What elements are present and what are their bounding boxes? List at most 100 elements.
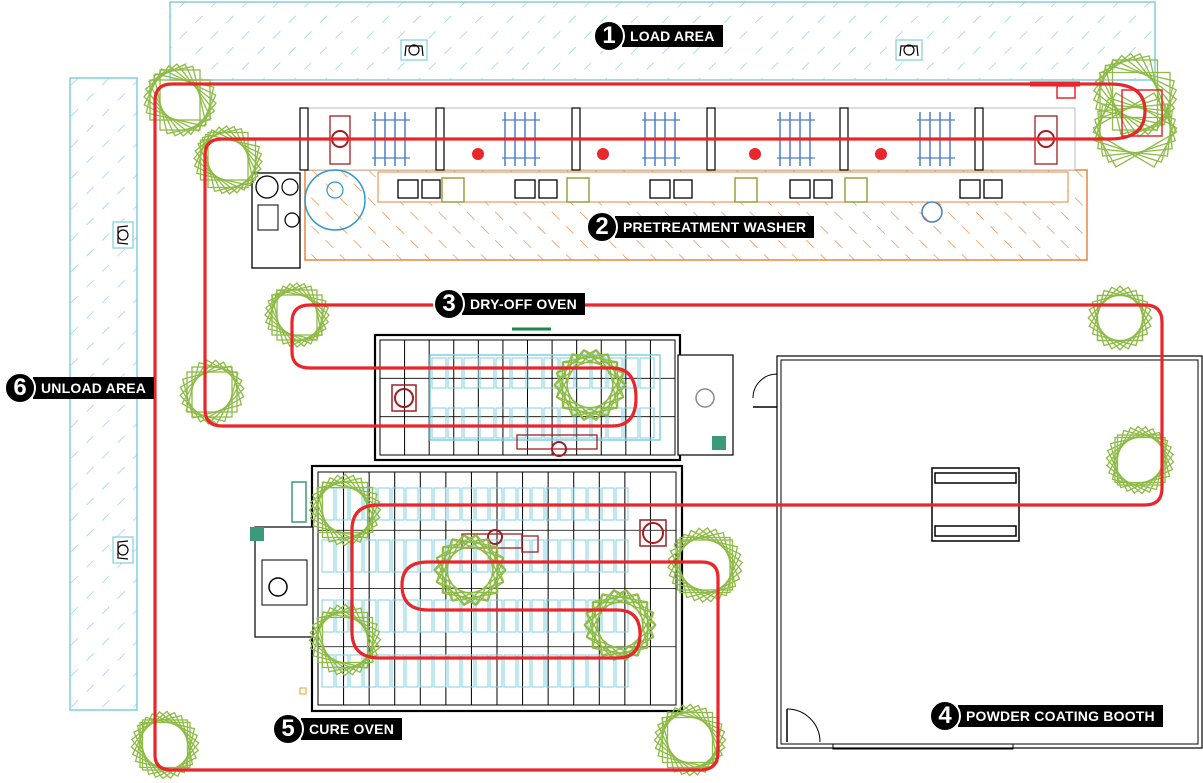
washer-pump [983,179,1003,199]
oven-rack [495,357,511,389]
carrier [186,371,238,413]
oven-rack [405,599,419,633]
powder-coating-booth [752,355,1203,750]
oven-rack [543,407,559,439]
oven-rack [377,654,391,688]
label-text: UNLOAD AREA [33,377,155,399]
washer-pump [789,179,811,199]
carrier [591,601,649,649]
oven-rack [431,357,447,389]
carrier [1087,285,1153,351]
oven-rack [479,357,495,389]
label-dry-off-oven: 3 DRY-OFF OVEN [433,288,585,320]
oven-rack [391,654,405,688]
washer-filter [734,177,758,203]
carrier [583,589,657,661]
carrier [562,353,618,417]
carrier [442,538,498,602]
carrier [679,536,731,594]
oven-rack [531,654,545,688]
conveyor-turnaround [1030,81,1163,137]
oven-rack [377,539,391,573]
oven-rack [587,539,601,573]
oven-rack [517,654,531,688]
operator-icon [112,221,134,249]
label-number: 6 [4,372,36,404]
oven-rack [517,599,531,633]
oven-rack [559,654,573,688]
label-text: DRY-OFF OVEN [462,293,585,315]
oven-rack [495,407,511,439]
label-powder-coating-booth: 4 POWDER COATING BOOTH [929,700,1163,732]
carrier [1088,286,1152,350]
oven-rack [587,654,601,688]
carrier [585,589,655,661]
oven-rack [377,599,391,633]
label-unload-area: 6 UNLOAD AREA [4,372,155,404]
carrier [207,131,249,189]
pretreatment-washer [251,107,1088,269]
washer-filter [566,177,590,203]
oven-rack [405,654,419,688]
oven-rack [433,599,447,633]
oven-rack [391,599,405,633]
oven-rack [321,539,335,573]
carrier [555,349,625,421]
carrier [442,538,498,602]
carrier [585,593,655,657]
carrier [555,349,625,421]
carrier [1088,286,1152,350]
carrier [555,353,625,417]
carrier [583,589,657,661]
carrier [159,69,201,131]
washer-filter [441,177,465,203]
oven-rack [431,407,447,439]
oven-rack [405,539,419,573]
oven-rack [527,357,543,389]
oven-rack [503,654,517,688]
carrier [562,353,618,417]
oven-rack [479,407,495,439]
oven-rack [475,654,489,688]
operator-icon [112,536,134,564]
carrier [592,593,648,657]
carrier [1091,289,1149,347]
washer-pump [959,179,981,199]
label-number: 2 [586,211,618,243]
carrier [181,365,243,419]
oven-rack [503,539,517,573]
oven-rack [517,539,531,573]
oven-rack [545,599,559,633]
oven-rack [463,407,479,439]
carrier [321,611,369,669]
carrier [666,711,714,769]
oven-rack [531,599,545,633]
carrier [179,361,245,423]
label-text: LOAD AREA [622,25,723,47]
oven-rack [391,539,405,573]
washer-pump [538,179,558,199]
oven-rack [615,539,629,573]
oven-rack [489,599,503,633]
label-load-area: 1 LOAD AREA [593,20,723,52]
oven-rack [545,539,559,573]
label-text: CURE OVEN [301,718,403,740]
carrier [181,359,243,425]
oven-rack [419,654,433,688]
oven-rack [419,539,433,573]
oven-rack [335,539,349,573]
oven-rack [639,407,655,439]
oven-rack [447,407,463,439]
washer-pump [813,179,833,199]
oven-rack [527,407,543,439]
oven-rack [419,599,433,633]
carrier [1111,59,1159,131]
carrier [179,359,245,425]
label-number: 4 [929,700,961,732]
carrier [561,361,619,409]
carrier [441,546,499,594]
label-pretreatment-washer: 2 PRETREATMENT WASHER [586,211,815,243]
carrier [1096,294,1144,342]
carrier [433,534,507,606]
